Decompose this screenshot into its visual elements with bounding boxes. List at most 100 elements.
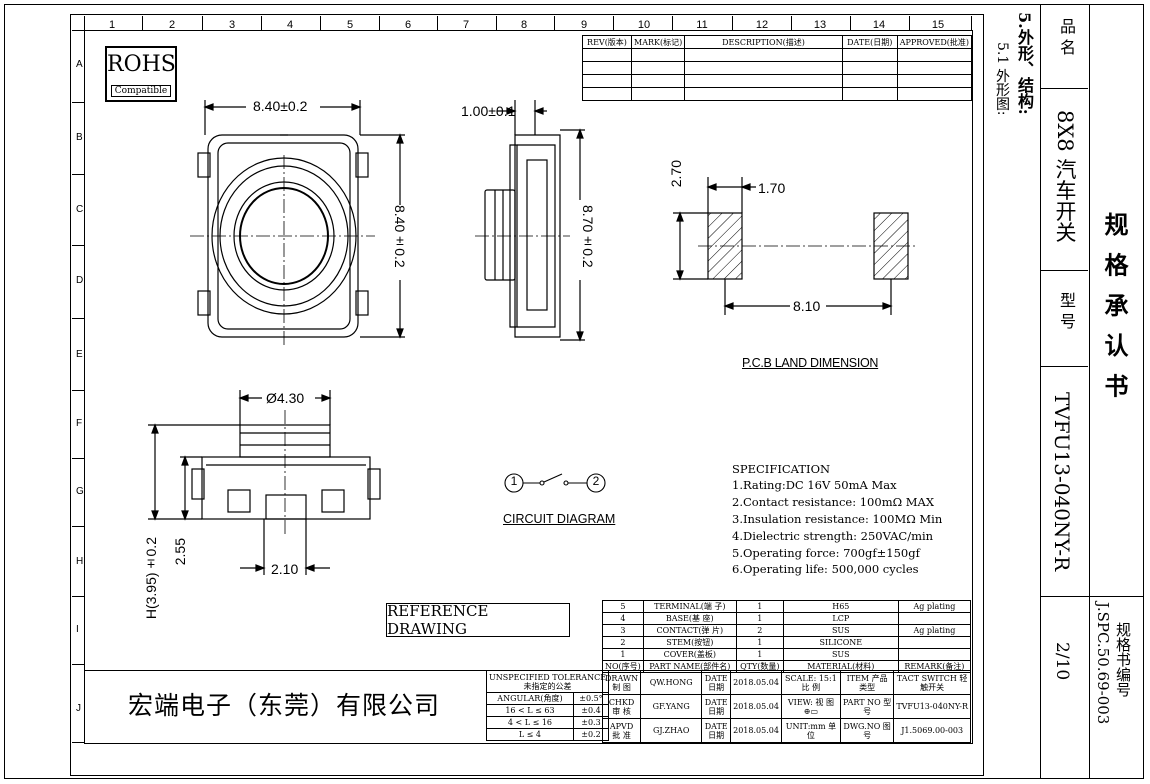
date-label: DATE 日期 (701, 718, 732, 743)
pin-value: 8X8 汽车开关 (1053, 110, 1077, 243)
side-view-drawing (475, 100, 585, 342)
divider (1040, 88, 1088, 90)
front-view-pin-dim: 2.10 (271, 561, 299, 577)
parts-cell (897, 636, 972, 649)
chkd-label: CHKD 审 核 (601, 694, 642, 719)
rohs-sub: Compatible (111, 85, 171, 97)
column-tick (320, 16, 321, 30)
outer-border (4, 4, 1144, 779)
tolerance-header-cn: 未指定的公差 (523, 681, 572, 691)
top-view-width-dim: 8.40±0.2 (253, 98, 308, 114)
parts-cell: 2 (602, 636, 644, 649)
spec-line: 3.Insulation resistance: 100MΩ Min (732, 512, 943, 526)
divider (1040, 596, 1144, 598)
column-number: 10 (637, 19, 651, 31)
tolerance-range: ANGULAR(角度) (486, 692, 574, 705)
row-tick (72, 458, 84, 459)
column-number: 9 (580, 19, 588, 31)
column-tick (732, 16, 733, 30)
column-tick (613, 16, 614, 30)
tolerance-range: 4 < L ≤ 16 (486, 716, 574, 729)
top-view-height-dim: 8.40±0.2 (392, 205, 408, 268)
column-tick (437, 16, 438, 30)
spec-title: SPECIFICATION (732, 462, 831, 476)
drawn-by: QW.HONG (640, 670, 703, 695)
column-tick (496, 16, 497, 30)
row-tick (72, 102, 84, 103)
front-view-diameter-dim: Ø4.30 (266, 390, 305, 406)
reference-drawing-label: REFERENCE DRAWING (387, 602, 489, 638)
pcb-pad-width-dim: 1.70 (758, 180, 786, 196)
approved-header: APPROVED(批准) (896, 35, 973, 49)
column-tick (791, 16, 792, 30)
model-value: TVFU13-040NY-R (1050, 392, 1074, 572)
row-letter: D (76, 275, 84, 286)
front-view-base-dim: 2.55 (172, 538, 188, 566)
parts-cell (897, 612, 972, 625)
row-letter: F (76, 418, 83, 429)
column-number: 1 (108, 19, 116, 31)
date-value: 2018.05.04 (730, 694, 782, 719)
parts-cell: 1 (735, 600, 784, 613)
parts-cell: 2 (735, 624, 784, 637)
projection-icon: ⊕▭ (803, 706, 819, 716)
drawn-label: DRAWN 制 图 (601, 670, 642, 695)
date-value: 2018.05.04 (730, 670, 782, 695)
pcb-pad-height-dim: 2.70 (668, 160, 684, 188)
view-label: VIEW: 视 图 (787, 697, 834, 707)
parts-cell: COVER(盖板) (642, 648, 737, 661)
row-tick (72, 526, 84, 527)
row-tick (72, 318, 84, 319)
model-label: 型 号 (1057, 292, 1076, 330)
row-tick (72, 390, 84, 391)
dwgno-value: J1.5069.00-003 (893, 718, 971, 743)
front-view-height-dim: H(3.95)±0.2 (143, 537, 159, 620)
parts-cell: CONTACT(弹 片) (642, 624, 737, 637)
parts-cell: 1 (602, 648, 644, 661)
row-letter: H (76, 556, 84, 567)
parts-cell: SUS (782, 624, 899, 637)
revision-table: REV(版本) MARK(标记) DESCRIPTION(描述) DATE(日期… (582, 35, 973, 101)
side-view-thickness-dim: 1.00±0.1 (461, 103, 516, 119)
spec-line: 5.Operating force: 700gf±150gf (732, 546, 920, 560)
pcb-pitch-dim: 8.10 (793, 298, 821, 314)
row-letter: I (76, 624, 79, 635)
column-tick (261, 16, 262, 30)
column-number: 3 (228, 19, 236, 31)
spec-line: 2.Contact resistance: 100mΩ MAX (732, 495, 935, 509)
chkd-by: GF.YANG (640, 694, 703, 719)
circuit-pin2: 2 (592, 474, 600, 488)
column-tick (84, 16, 85, 30)
row-letter: E (76, 349, 83, 360)
parts-cell: H65 (782, 600, 899, 613)
apvd-by: GJ.ZHAO (640, 718, 703, 743)
pcb-land-drawing (673, 177, 918, 315)
column-tick (554, 16, 555, 30)
doc-number-label: 规格书编号 (1114, 622, 1132, 697)
column-number: 14 (872, 19, 886, 31)
drawing-border (70, 14, 984, 776)
row-tick (72, 245, 84, 246)
tolerance-range: 16 < L ≤ 63 (486, 704, 574, 717)
spec-line: 1.Rating:DC 16V 50mA Max (732, 478, 897, 492)
parts-cell: 3 (602, 624, 644, 637)
doc-number: J.SPC.50.69-003 (1094, 602, 1112, 725)
column-number: 13 (813, 19, 827, 31)
row-tick (72, 30, 84, 31)
row-tick (72, 664, 84, 665)
side-note-1: 5.外形、结构: (1015, 12, 1034, 115)
dwgno-label: DWG.NO 图 号 (839, 718, 895, 743)
circuit-symbol (504, 473, 606, 493)
partno-label: PART NO 型 号 (839, 694, 895, 719)
column-tick (202, 16, 203, 30)
row-tick (72, 174, 84, 175)
column-number: 6 (404, 19, 412, 31)
column-tick (909, 16, 910, 30)
column-tick (379, 16, 380, 30)
spec-line: 6.Operating life: 500,000 cycles (732, 562, 919, 576)
column-tick (971, 16, 972, 30)
item-value: TACT SWITCH 轻触开关 (893, 670, 971, 695)
tolerance-value: ±0.2 (572, 728, 610, 741)
